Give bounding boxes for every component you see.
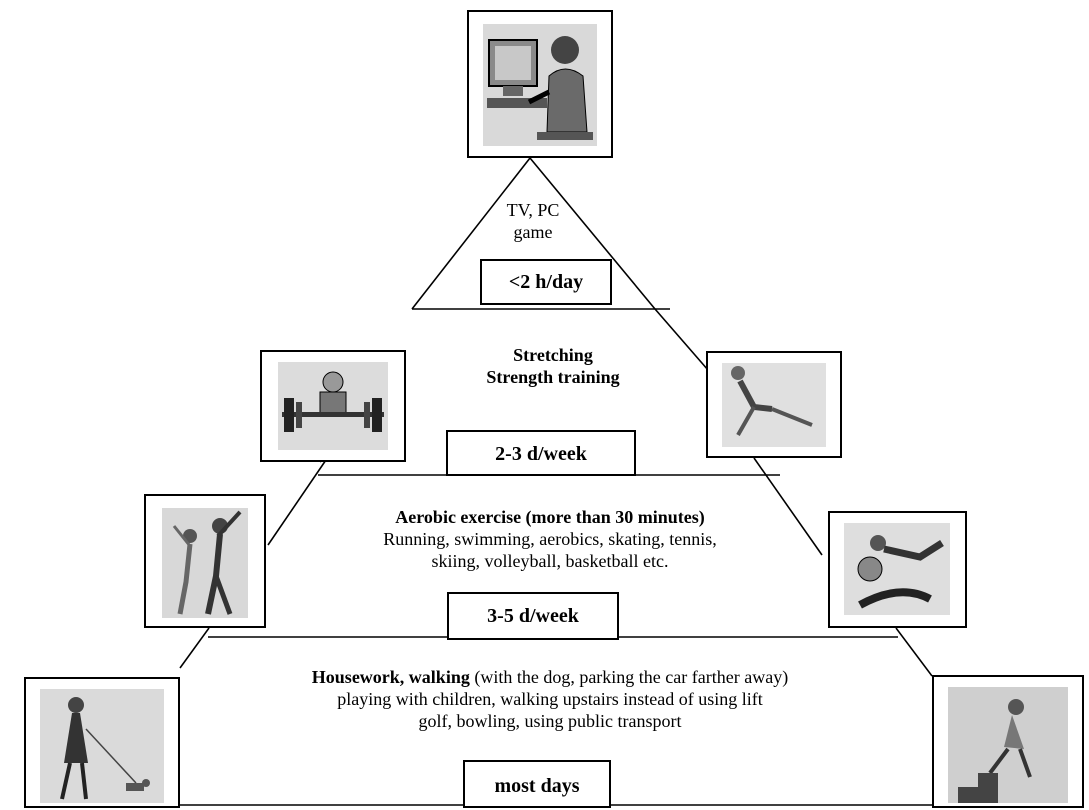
tier-aerobic-heading: Aerobic exercise (more than 30 minutes): [395, 507, 705, 527]
weightlifter-icon: [260, 350, 406, 462]
tier-daily-activities: Housework, walking (with the dog, parkin…: [230, 666, 870, 732]
tier-daily-line-1: playing with children, walking upstairs …: [337, 689, 763, 709]
tier-aerobic-line-1: Running, swimming, aerobics, skating, te…: [383, 529, 717, 549]
tier-top-line-1: TV, PC: [506, 200, 560, 220]
tier-daily-heading-line: Housework, walking (with the dog, parkin…: [230, 666, 870, 688]
pyramid-right-edge-4: [895, 627, 933, 677]
tier-aerobic-activities: Aerobic exercise (more than 30 minutes) …: [320, 506, 780, 572]
tier-strength-line-2: Strength training: [486, 367, 620, 387]
woman-walking-dog-icon: [24, 677, 180, 808]
tier-strength-frequency-label: 2-3 d/week: [446, 430, 636, 476]
tier-daily-heading-rest: (with the dog, parking the car farther a…: [469, 667, 789, 687]
pyramid-right-edge-2: [654, 308, 709, 371]
tier-strength-activities: Stretching Strength training: [440, 344, 666, 388]
pyramid-left-edge-1: [411, 157, 531, 310]
tier-strength-line-1: Stretching: [513, 345, 593, 365]
pyramid-right-edge-3: [753, 457, 823, 556]
stretching-lunge-icon: [706, 351, 842, 458]
volleyball-diver-icon: [828, 511, 967, 628]
tier-top-line-2: game: [513, 222, 553, 242]
tier-aerobic-line-2: skiing, volleyball, basketball etc.: [431, 551, 669, 571]
pyramid-right-edge-1: [529, 157, 656, 310]
woman-at-computer-icon: [467, 10, 613, 158]
aerobics-dancers-icon: [144, 494, 266, 628]
tier-daily-heading: Housework, walking: [311, 667, 470, 687]
tier-daily-line-2: golf, bowling, using public transport: [418, 711, 682, 731]
woman-climbing-stairs-icon: [932, 675, 1084, 808]
pyramid-left-edge-3: [267, 456, 329, 546]
tier-aerobic-frequency-label: 3-5 d/week: [447, 592, 619, 640]
tier-top-activities: TV, PC game: [480, 199, 586, 243]
tier-daily-frequency-label: most days: [463, 760, 611, 808]
pyramid-left-edge-4: [179, 627, 210, 669]
tier-top-frequency-label: <2 h/day: [480, 259, 612, 305]
